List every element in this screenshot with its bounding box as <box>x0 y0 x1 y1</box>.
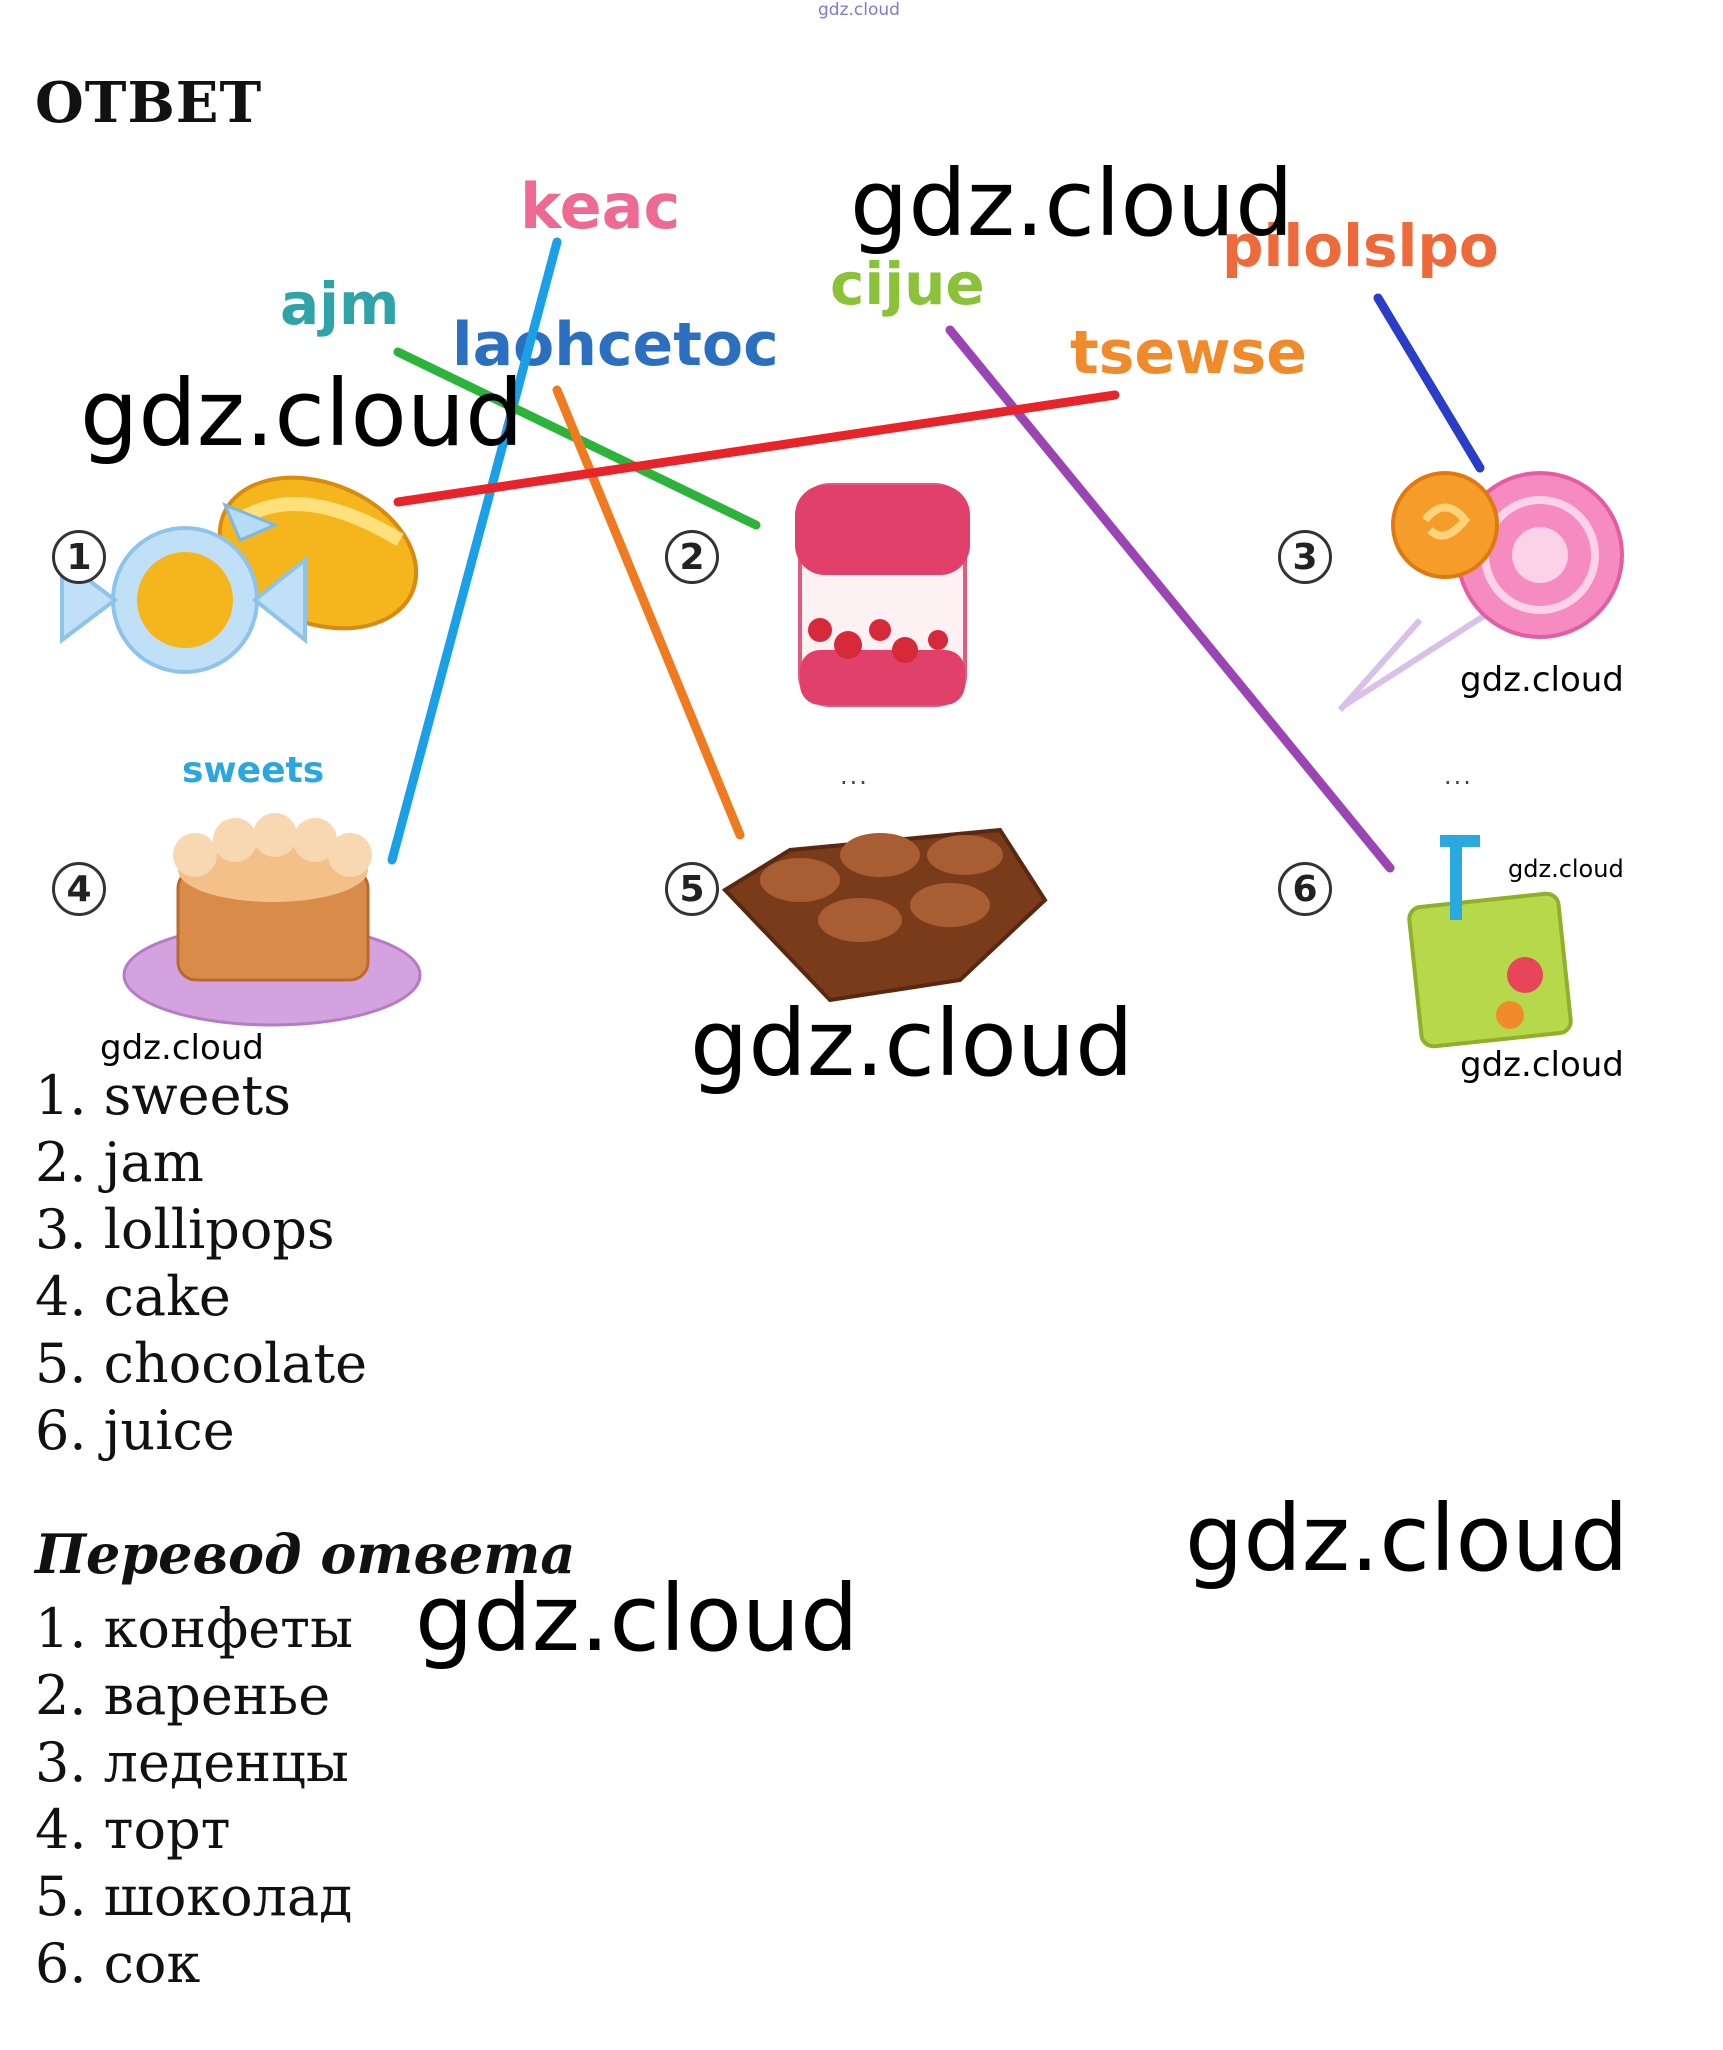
list-item: 1. конфеты <box>35 1597 354 1660</box>
page-title: ОТВЕТ <box>35 70 263 136</box>
cake-illustration <box>122 813 422 1027</box>
list-item: 3. леденцы <box>35 1731 349 1794</box>
puzzle-word-tsewse: tsewse <box>1070 318 1307 388</box>
watermark: gdz.cloud <box>1185 1485 1629 1592</box>
juice-box-illustration <box>1407 835 1573 1049</box>
lollipops-illustration <box>1337 471 1624 712</box>
list-item: 6. сок <box>35 1932 201 1995</box>
list-item: 5. chocolate <box>35 1332 368 1395</box>
answers-list: 1. sweets 2. jam 3. lollipops 4. cake 5.… <box>35 1062 367 1464</box>
watermark: gdz.cloud <box>1460 1045 1624 1085</box>
list-item: 2. варенье <box>35 1664 331 1727</box>
puzzle-word-sweets: sweets <box>182 750 325 791</box>
watermark: gdz.cloud <box>1508 855 1624 883</box>
puzzle-word-pilolslpo: pilolslpo <box>1222 212 1499 280</box>
translation-title: Перевод ответа <box>35 1522 576 1586</box>
watermark: gdz.cloud <box>850 150 1294 257</box>
candy-illustration <box>60 475 419 674</box>
match-line-sweets <box>393 390 1120 507</box>
placeholder-dots-5: ... <box>840 762 869 790</box>
item-number-2: 2 <box>665 530 719 584</box>
watermark: gdz.cloud <box>80 360 524 467</box>
list-item: 5. шоколад <box>35 1865 353 1928</box>
item-number-3: 3 <box>1278 530 1332 584</box>
header-watermark: gdz.cloud <box>818 0 900 20</box>
watermark: gdz.cloud <box>100 1028 264 1068</box>
match-line-juice <box>945 325 1395 873</box>
item-number-4: 4 <box>52 862 106 916</box>
list-item: 6. juice <box>35 1399 235 1462</box>
match-line-lollipops <box>1373 293 1485 473</box>
puzzle-word-cijue: cijue <box>830 250 985 318</box>
list-item: 4. cake <box>35 1265 231 1328</box>
chocolate-illustration <box>721 827 1048 1003</box>
match-line-chocolate <box>552 385 745 840</box>
item-number-6: 6 <box>1278 862 1332 916</box>
list-item: 3. lollipops <box>35 1198 335 1261</box>
puzzle-word-ajm: ajm <box>280 270 400 338</box>
translations-list: 1. конфеты 2. варенье 3. леденцы 4. торт… <box>35 1595 353 1997</box>
list-item: 4. торт <box>35 1798 231 1861</box>
watermark: gdz.cloud <box>415 1565 859 1672</box>
placeholder-dots-6: ... <box>1444 762 1473 790</box>
match-line-keac-cake <box>387 237 562 865</box>
watermark: gdz.cloud <box>1460 660 1624 700</box>
list-item: 1. sweets <box>35 1064 291 1127</box>
puzzle-word-laohcetoc: laohcetoc <box>452 310 779 380</box>
jam-jar-illustration <box>795 483 970 707</box>
watermark: gdz.cloud <box>690 990 1134 1097</box>
item-number-1: 1 <box>52 530 106 584</box>
puzzle-word-keac: keac <box>520 170 681 243</box>
list-item: 2. jam <box>35 1131 204 1194</box>
item-number-5: 5 <box>665 862 719 916</box>
